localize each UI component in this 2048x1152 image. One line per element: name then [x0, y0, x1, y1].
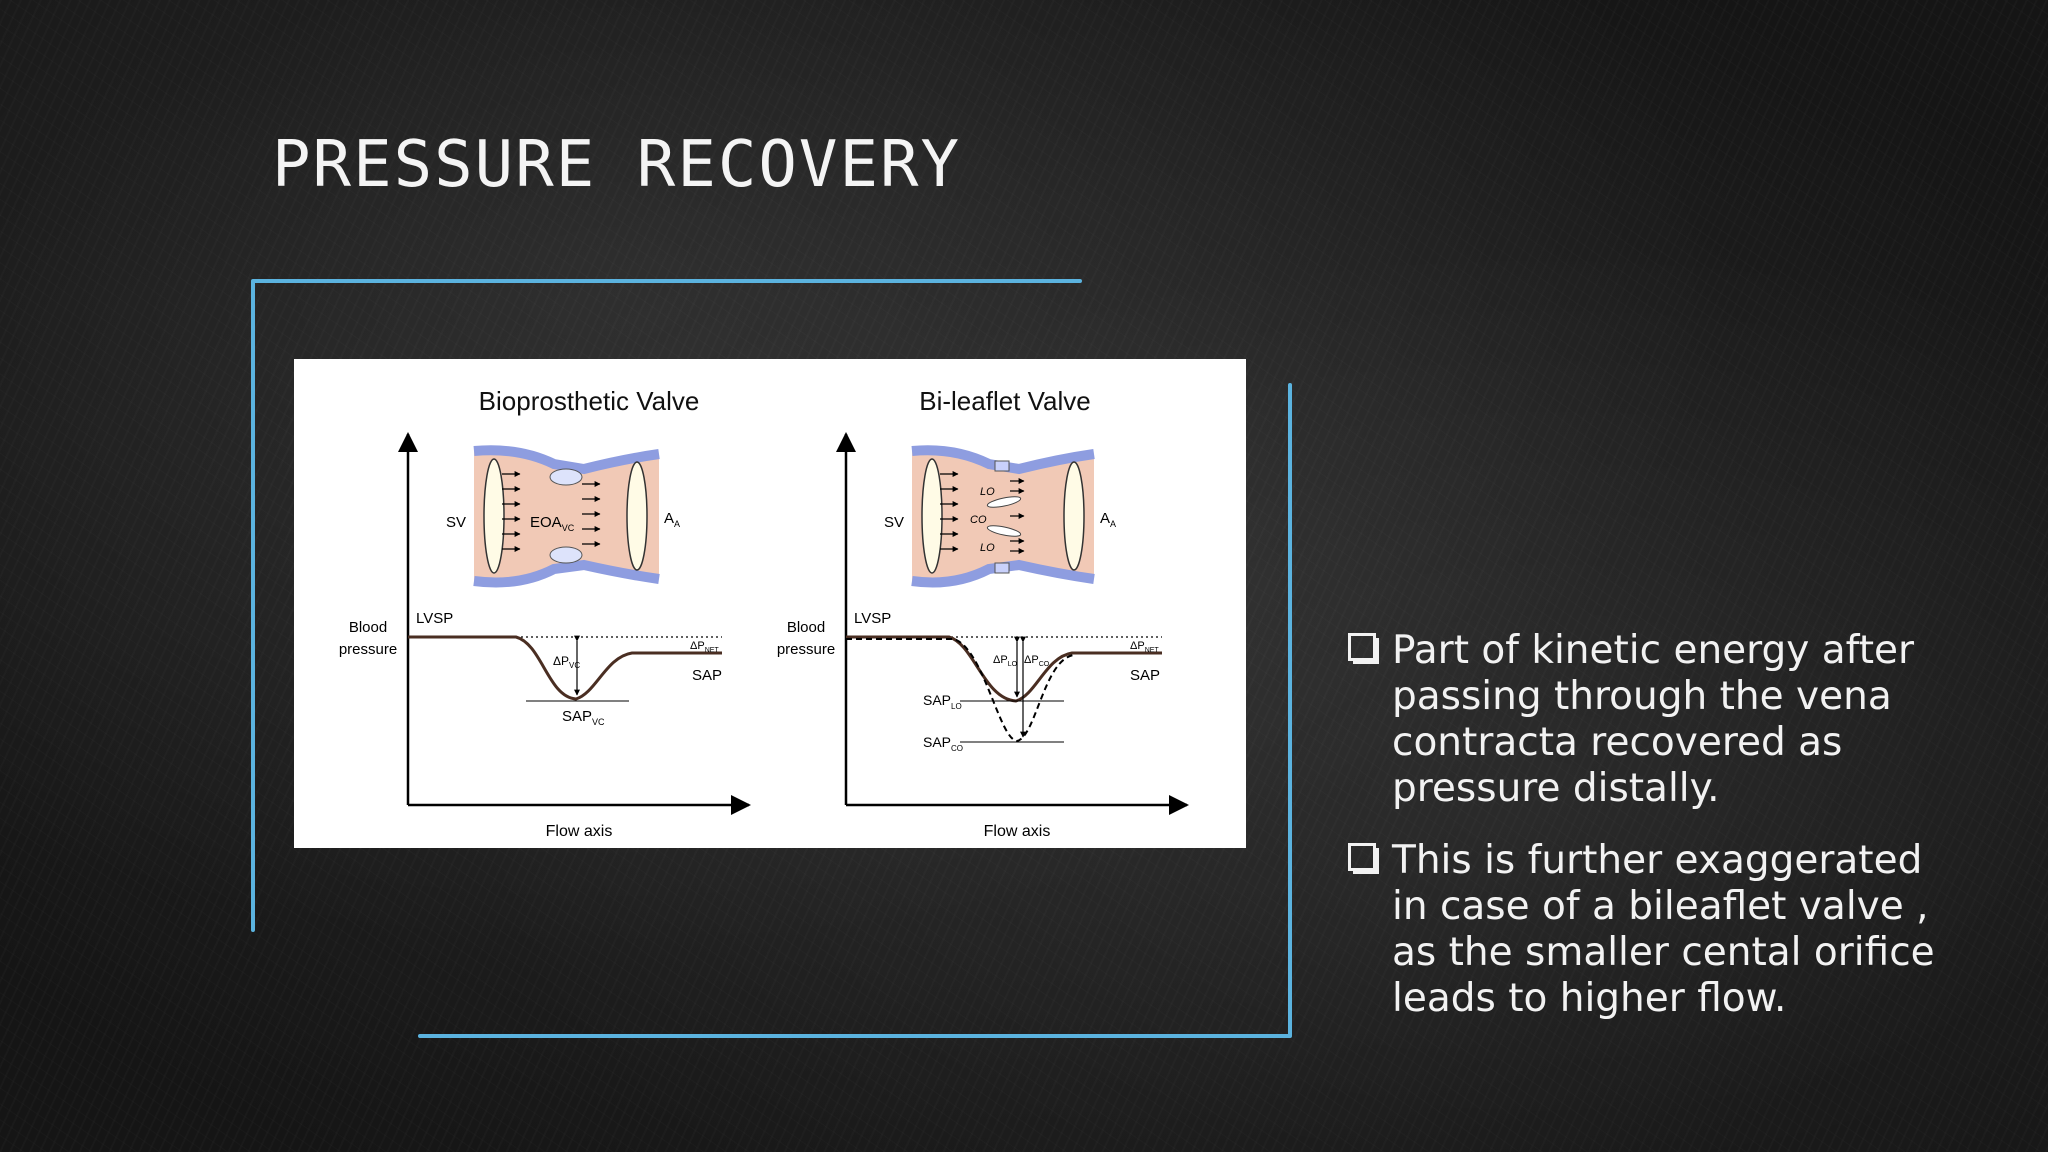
aa-ellipse	[1063, 461, 1085, 571]
label-sap-vc: SAPVC	[562, 708, 605, 727]
leaflet-bottom	[986, 525, 1022, 537]
hinge-top	[994, 460, 1010, 472]
leaflet-top	[986, 496, 1022, 508]
label-sv: SV	[446, 514, 466, 531]
label-sap-co: SAPCO	[923, 734, 963, 753]
sv-ellipse	[921, 458, 943, 574]
pressure-curve	[408, 635, 722, 701]
y-axis-label-line2: pressure	[339, 641, 397, 658]
slide-title: PRESSURE RECOVERY	[272, 128, 962, 202]
x-axis-label: Flow axis	[546, 823, 613, 840]
label-sv: SV	[884, 514, 904, 531]
bullet-text: This is further exaggerated in case of a…	[1392, 838, 1935, 1021]
bullet-text: Part of kinetic energy after passing thr…	[1392, 628, 1915, 811]
flow-arrows	[940, 471, 1025, 554]
label-sap: SAP	[692, 667, 722, 684]
label-lvsp: LVSP	[416, 610, 453, 627]
valve-figure: Bioprosthetic Valve	[294, 359, 1246, 848]
vessel-wall-top	[473, 445, 660, 475]
panel-bioprosthetic: Bioprosthetic Valve	[339, 386, 751, 840]
label-lo-top: LO	[980, 486, 995, 498]
label-dp-co: ΔPCO	[1024, 654, 1050, 668]
panel-title: Bioprosthetic Valve	[479, 386, 700, 416]
label-eoa: EOAVC	[530, 514, 575, 533]
y-axis-label-line2: pressure	[777, 641, 835, 658]
panel-title: Bi-leaflet Valve	[919, 386, 1091, 416]
leaflet-top	[549, 468, 583, 486]
valve-diagram: Bioprosthetic Valve	[339, 386, 1189, 840]
vessel-illustration: SV LO CO LO AA	[884, 445, 1116, 588]
aa-ellipse	[626, 461, 648, 571]
label-lvsp: LVSP	[854, 610, 891, 627]
label-dp-net: ΔPNET	[1130, 640, 1159, 654]
label-dp-lo: ΔPLO	[993, 654, 1018, 668]
bullet-list: Part of kinetic energy after passing thr…	[1346, 628, 1966, 1048]
x-axis-label: Flow axis	[984, 823, 1051, 840]
label-co: CO	[970, 514, 987, 526]
label-lo-bottom: LO	[980, 542, 995, 554]
frame-line	[251, 279, 1292, 1038]
label-aa: AA	[664, 510, 680, 529]
checkbox-bullet-icon	[1348, 843, 1376, 871]
pressure-curve-lo	[846, 635, 1162, 703]
vessel-wall-bottom	[473, 559, 660, 588]
bullet-item: This is further exaggerated in case of a…	[1346, 838, 1966, 1022]
label-dp-vc: ΔPVC	[553, 654, 580, 670]
hinge-bottom	[994, 562, 1010, 574]
flow-arrows	[502, 471, 601, 552]
leaflet-bottom	[549, 546, 583, 564]
label-sap-lo: SAPLO	[923, 692, 962, 711]
sv-ellipse	[483, 458, 505, 574]
pressure-curve-co	[846, 638, 1075, 743]
panel-bileaflet: Bi-leaflet Valve	[777, 386, 1189, 840]
y-axis-label-line1: Blood	[349, 619, 387, 636]
y-axis-label-line1: Blood	[787, 619, 825, 636]
bullet-item: Part of kinetic energy after passing thr…	[1346, 628, 1966, 812]
vessel-illustration: SV EOAVC AA	[446, 445, 680, 588]
label-sap: SAP	[1130, 667, 1160, 684]
checkbox-bullet-icon	[1348, 633, 1376, 661]
label-dp-net: ΔPNET	[690, 640, 719, 654]
label-aa: AA	[1100, 510, 1116, 529]
